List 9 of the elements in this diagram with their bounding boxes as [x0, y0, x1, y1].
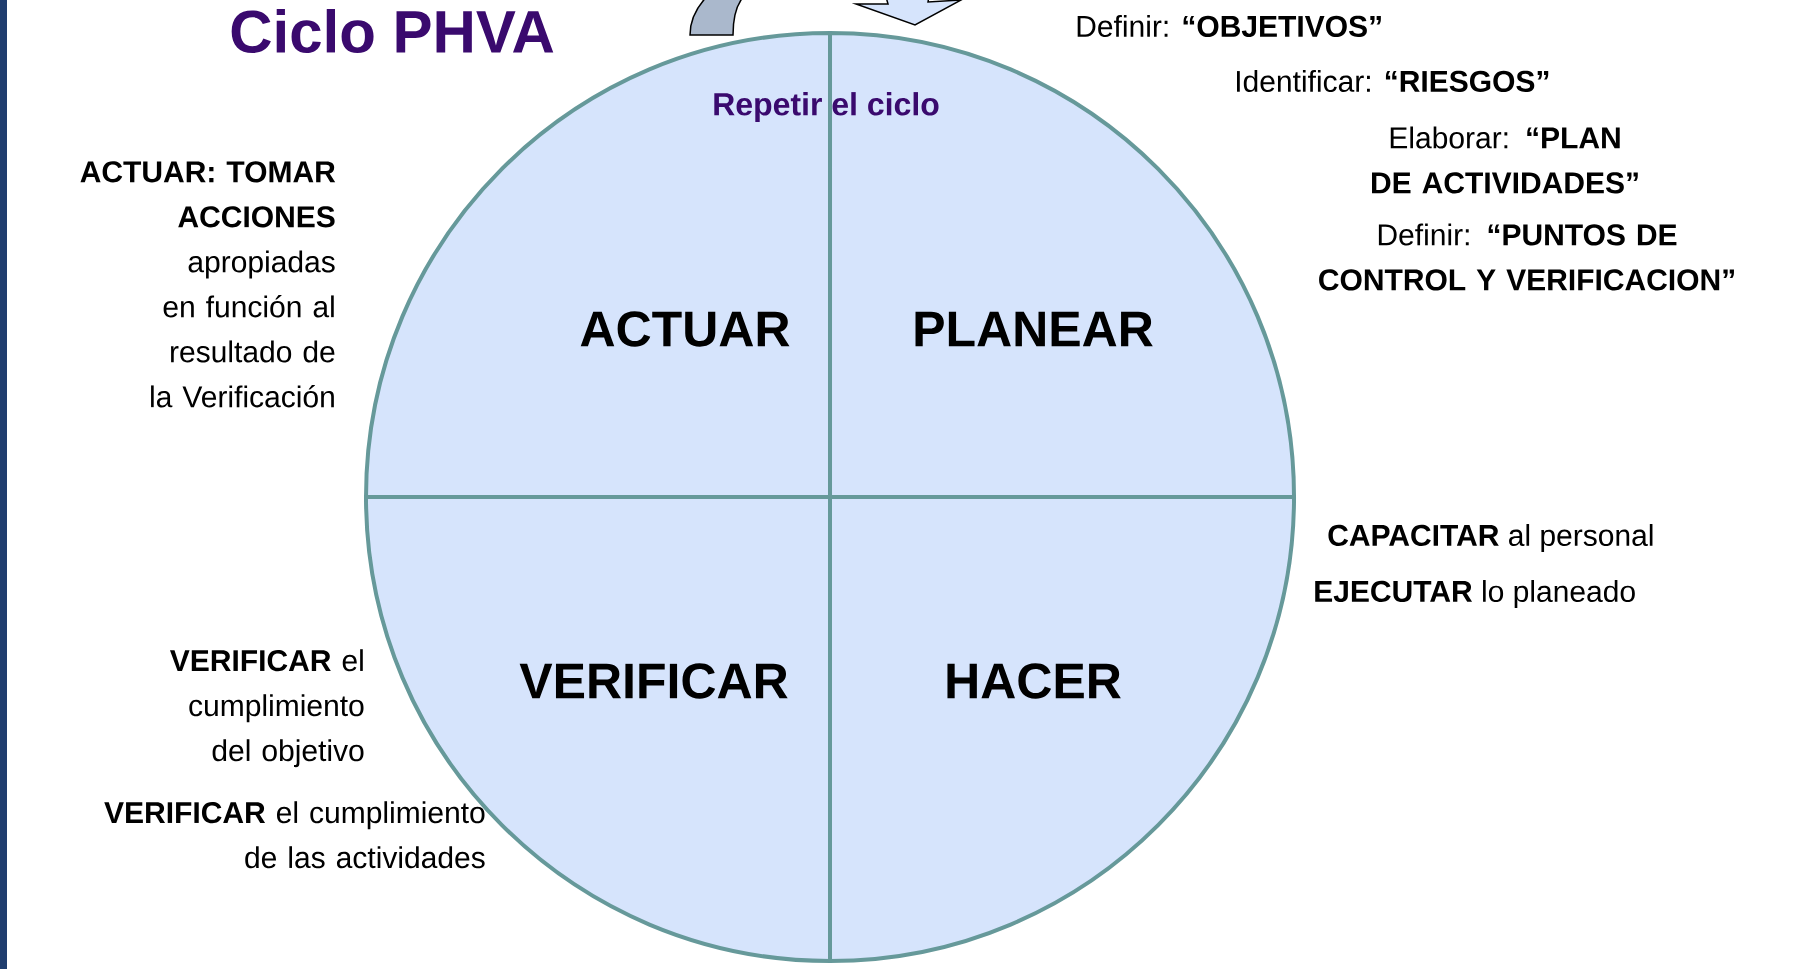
- step-text: Identificar: “RIESGOS”: [1237, 70, 1549, 92]
- title: Ciclo PHVA: [231, 8, 554, 54]
- quadrant: HACER: [828, 495, 1296, 963]
- step-text: ACTUAR: TOMAR ACCIONES apropiadas en función al resultado de la Verificación: [80, 161, 336, 408]
- cycle-caption: Repetir el ciclo: [714, 92, 939, 122]
- step-text: CAPACITAR al personal: [1328, 524, 1653, 552]
- step-text: Elaborar: “PLAN DE ACTIVIDADES”: [1372, 126, 1638, 194]
- step-text: EJECUTAR lo planeado: [1315, 580, 1635, 608]
- step-text: Definir: “OBJETIVOS”: [1077, 15, 1381, 37]
